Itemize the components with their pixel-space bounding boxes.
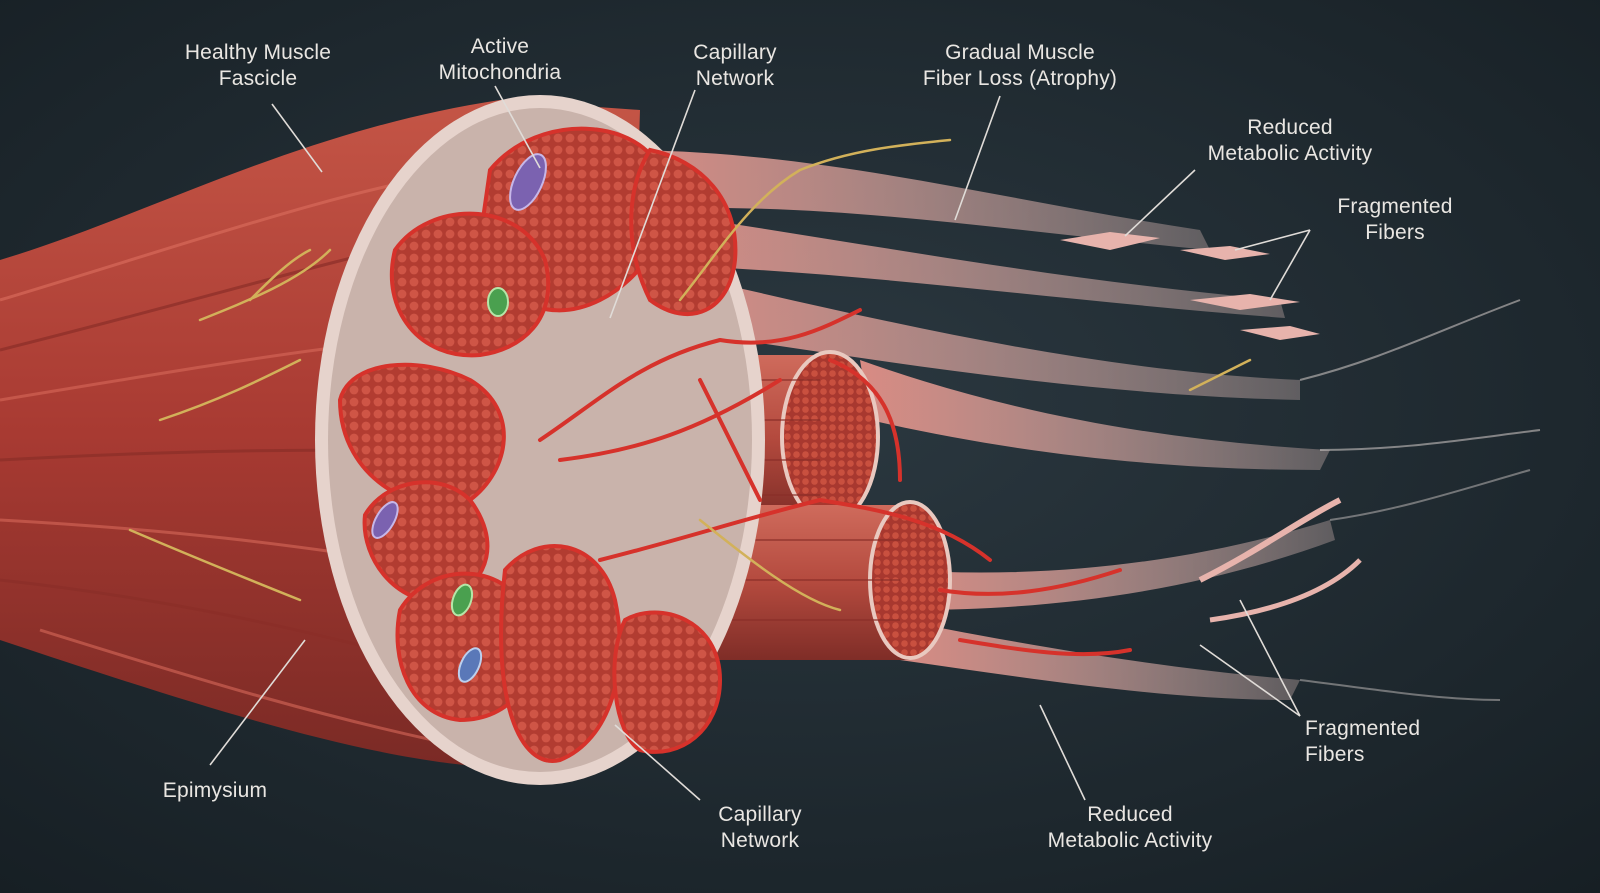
label-fragmented-fibers-bottom: Fragmented Fibers (1305, 717, 1421, 766)
label-fragmented-fibers-top: Fragmented Fibers (1337, 195, 1453, 244)
label-epimysium: Epimysium (162, 779, 268, 802)
label-active-mitochondria: Active Mitochondria (438, 35, 562, 84)
label-reduced-metabolic-bottom: Reduced Metabolic Activity (1047, 803, 1213, 852)
label-healthy-muscle-fascicle: Healthy Muscle Fascicle (184, 41, 332, 90)
label-capillary-network-top: Capillary Network (693, 41, 777, 90)
label-capillary-network-bottom: Capillary Network (718, 803, 802, 852)
nerves (128, 138, 1252, 612)
label-reduced-metabolic-top: Reduced Metabolic Activity (1207, 116, 1373, 165)
label-gradual-fiber-loss: Gradual Muscle Fiber Loss (Atrophy) (922, 41, 1118, 90)
leader-lines (209, 85, 1311, 801)
atrophy-fibers (620, 150, 1541, 701)
capillaries (538, 308, 1132, 657)
